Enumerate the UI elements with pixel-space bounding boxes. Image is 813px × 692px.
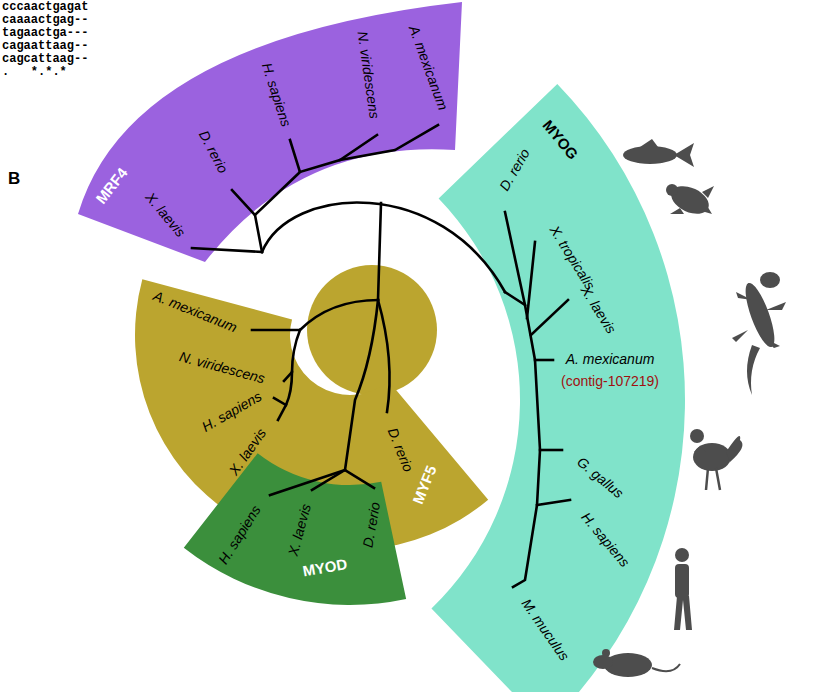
alignment-row: tagaactga--- [2,27,88,40]
species-label: A. mexicanum [566,352,655,367]
band-fill [431,84,685,692]
clade-band: MYOGD. rerioX. tropicalisX. laevisA. mex… [430,84,690,692]
human-silhouette [674,548,692,630]
band-fill [78,2,462,262]
band-fill [307,265,437,395]
alignment-row: cagcattaag-- [2,53,88,66]
alignment-row: cccaactgagat [2,1,88,14]
panel-letter: B [8,172,20,185]
fish-silhouette [623,139,694,167]
contig-label: (contig-107219) [561,374,659,389]
mouse-silhouette [593,649,680,677]
clade-band: H. sapiensX. laevisD. rerioMYOD [180,480,430,690]
alignment-row: cagaattaag-- [2,40,88,53]
clade-band: MRF4X. laevisD. rerioH. sapiensN. viride… [70,0,470,270]
frog-silhouette [666,181,714,220]
rooster-silhouette [690,429,742,490]
alignment-row: caaaactgag-- [2,14,88,27]
band-fill [184,453,406,605]
alignment-row: . *.*.* [2,66,67,79]
axolotl-silhouette [732,272,786,395]
